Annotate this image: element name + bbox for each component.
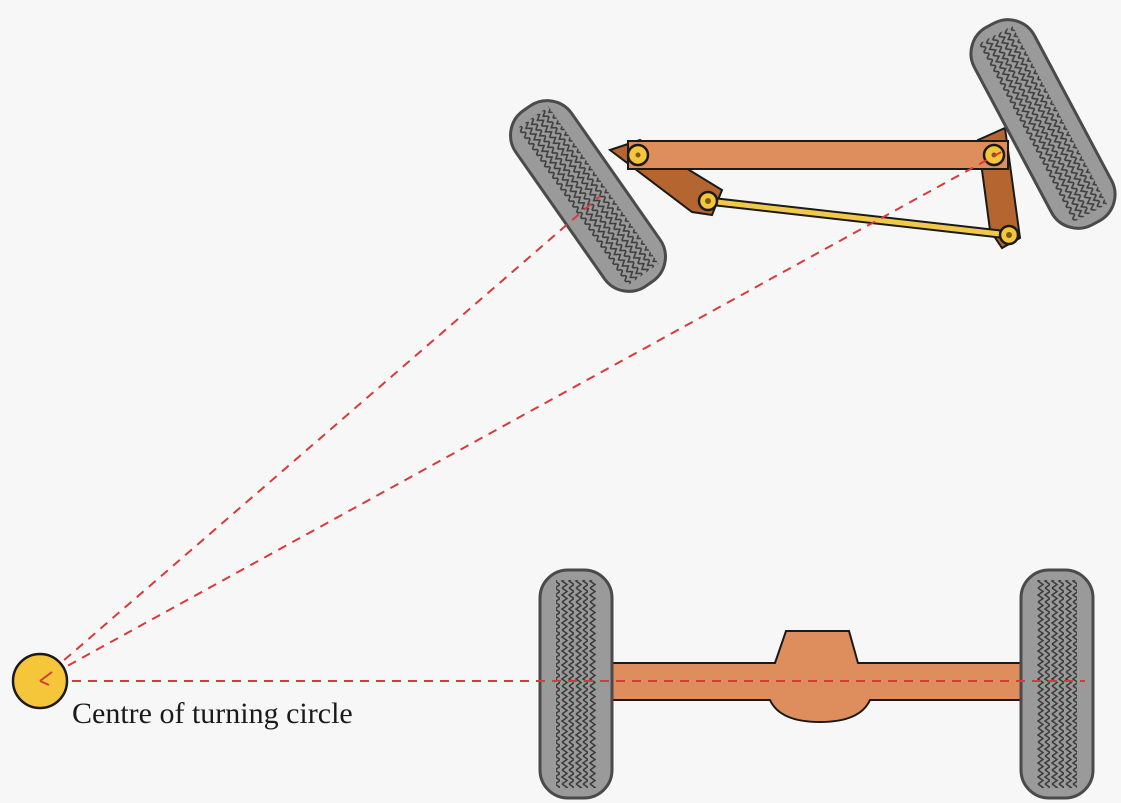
rear-left-wheel	[538, 568, 614, 800]
rear-right-wheel	[1019, 568, 1095, 800]
front-right-wheel	[969, 18, 1117, 230]
guide-line-front-left	[39, 195, 601, 682]
front-left-wheel	[509, 99, 667, 293]
front-axle-beam	[627, 140, 1009, 170]
turning-guide-lines	[39, 149, 1085, 682]
guide-line-front-right	[39, 149, 1006, 682]
rear-axle-beam	[611, 630, 1023, 724]
turning-centre-label: Centre of turning circle	[72, 697, 353, 730]
